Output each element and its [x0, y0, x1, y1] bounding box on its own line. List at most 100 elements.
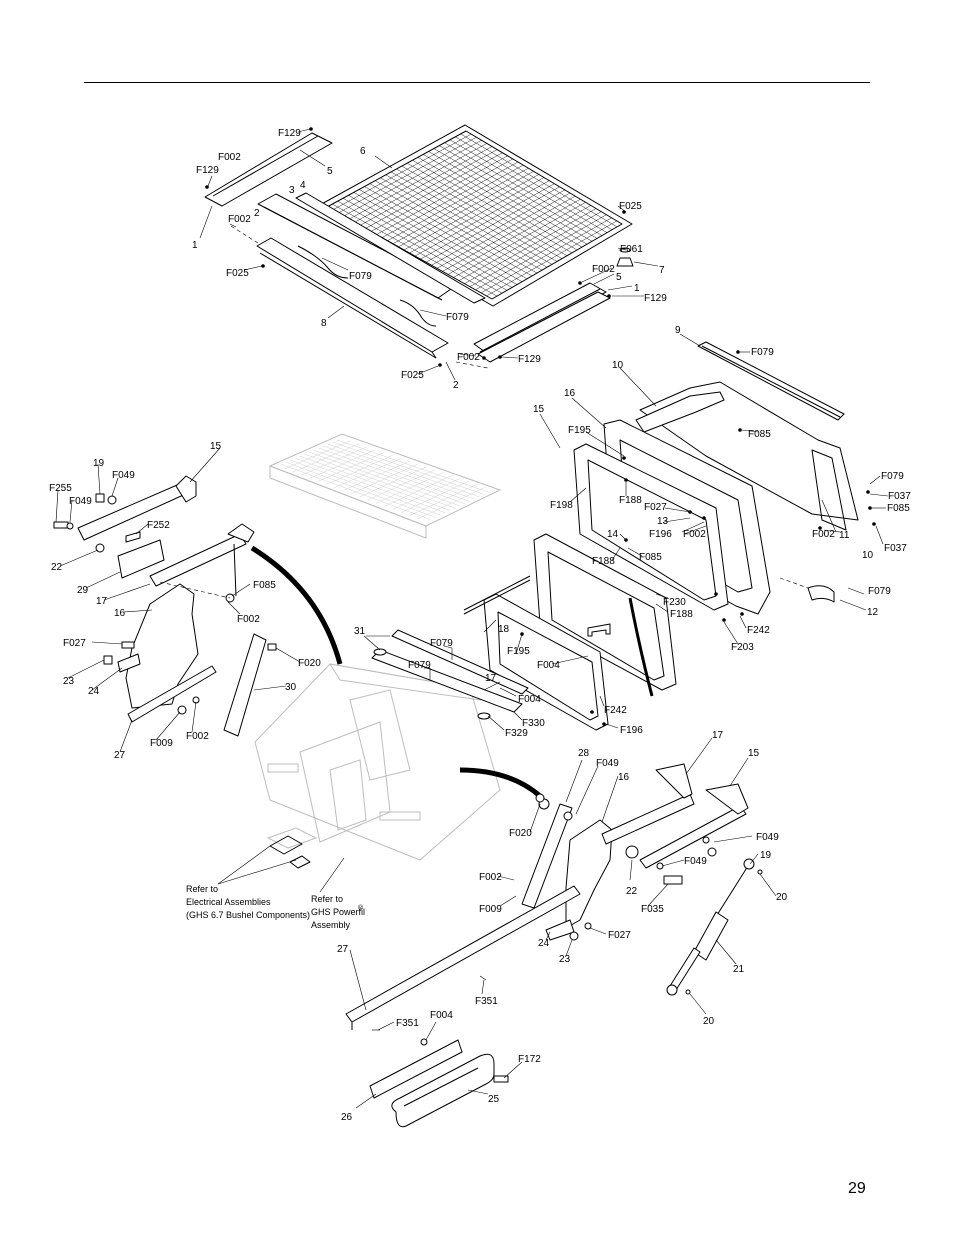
right-fasteners: [520, 350, 876, 726]
callout-label: F195: [507, 646, 530, 657]
note-line: Electrical Assemblies: [186, 897, 271, 907]
callout-label: 17: [712, 730, 724, 741]
callout-label: F004: [518, 694, 541, 705]
callout-label: F002: [228, 214, 251, 225]
bottom-right-assembly: [345, 763, 763, 1128]
callout-label: F025: [401, 370, 424, 381]
callout-label: F020: [298, 658, 321, 669]
callout-label: 11: [839, 530, 850, 541]
callout-label: 17: [96, 596, 108, 607]
callout-label: F351: [475, 996, 498, 1007]
note-line: (GHS 6.7 Bushel Components): [186, 910, 310, 920]
callout-label: 22: [626, 886, 638, 897]
callout-label: 22: [51, 562, 63, 573]
callout-label: F242: [747, 625, 770, 636]
callout-label: 28: [578, 748, 590, 759]
mesh-screen: [317, 124, 633, 307]
callout-label: F129: [278, 128, 301, 139]
header-rule: [84, 82, 870, 83]
callout-label: 2: [453, 380, 459, 391]
callout-label: F196: [620, 725, 643, 736]
callout-label: 17: [485, 673, 497, 684]
callout-label: F002: [683, 529, 706, 540]
callout-label: 30: [285, 682, 297, 693]
reference-note-electrical: Refer to Electrical Assemblies (GHS 6.7 …: [186, 884, 310, 920]
callout-label: F129: [196, 165, 219, 176]
bar-17-bottom: [601, 793, 695, 845]
callout-label: 8: [321, 318, 327, 329]
callout-label: 2: [254, 208, 260, 219]
callout-label: F079: [349, 271, 372, 282]
callout-label: F129: [518, 354, 541, 365]
callout-label: 27: [114, 750, 126, 761]
callout-label: F037: [884, 543, 907, 554]
callout-leaders: [55, 128, 889, 1109]
callout-label: F079: [868, 586, 891, 597]
bar-31-upper: [391, 629, 529, 695]
reference-note-powerfil: Refer to GHS Powerfil ® Assembly: [311, 894, 365, 930]
hood-10: [639, 381, 859, 521]
callout-label: 21: [733, 964, 745, 975]
callout-label: F195: [568, 425, 591, 436]
note-line: Refer to: [186, 884, 218, 894]
gas-strut-21: [666, 858, 763, 996]
callout-label: F035: [641, 904, 664, 915]
bar-15-left: [77, 481, 191, 541]
callout-label: 29: [77, 585, 89, 596]
bar-27-left: [127, 665, 217, 723]
callout-label: F002: [237, 614, 260, 625]
callout-label: 25: [488, 1094, 500, 1105]
registered-mark: ®: [358, 904, 364, 912]
rail-1-right: [477, 291, 611, 363]
bar-27-bottom: [345, 885, 581, 1023]
callout-label: F027: [608, 930, 631, 941]
callout-label: F085: [748, 429, 771, 440]
callout-label: F049: [684, 856, 707, 867]
callout-label: F330: [522, 718, 545, 729]
ghost-reference-basket: [254, 433, 502, 861]
cap-7: [616, 257, 634, 267]
note-leaders: [217, 835, 345, 893]
callout-label: 23: [63, 676, 75, 687]
callout-label: F027: [63, 638, 86, 649]
callout-label: F255: [49, 483, 72, 494]
callout-label: 16: [114, 608, 126, 619]
callout-label: 19: [93, 458, 105, 469]
callout-label: 9: [675, 325, 681, 336]
right-frame-assembly: [463, 341, 876, 731]
callout-label: 31: [354, 626, 366, 637]
callout-label: F002: [592, 264, 615, 275]
callout-label: 7: [659, 265, 665, 276]
callout-labels: F129 F002 F129 5 6 3 4 2 F002 1 F025 F07…: [49, 128, 911, 1123]
callout-label: F025: [619, 201, 642, 212]
callout-label: F004: [430, 1010, 453, 1021]
callout-label: F049: [112, 470, 135, 481]
top-screen-assembly: [204, 124, 634, 369]
callout-label: F188: [592, 556, 615, 567]
callout-label: 24: [538, 938, 550, 949]
callout-label: F198: [550, 500, 573, 511]
callout-label: F203: [731, 642, 754, 653]
callout-label: 16: [618, 772, 630, 783]
callout-label: 13: [657, 516, 669, 527]
callout-label: 10: [862, 550, 874, 561]
callout-label: F188: [619, 495, 642, 506]
callout-label: 5: [327, 166, 333, 177]
bar-17-left: [149, 533, 247, 587]
left-side-assembly: [53, 475, 277, 737]
callout-label: 26: [341, 1112, 353, 1123]
callout-label: F009: [479, 904, 502, 915]
callout-label: F079: [751, 347, 774, 358]
callout-label: 10: [612, 360, 624, 371]
callout-label: F085: [639, 552, 662, 563]
note-line: Refer to: [311, 894, 343, 904]
plate-26: [369, 1039, 463, 1099]
callout-label: F242: [604, 705, 627, 716]
callout-label: F049: [596, 758, 619, 769]
callout-label: F129: [644, 293, 667, 304]
plate-30: [223, 633, 267, 737]
callout-label: 14: [607, 529, 619, 540]
channel-8: [256, 237, 449, 353]
callout-label: F061: [620, 244, 643, 255]
